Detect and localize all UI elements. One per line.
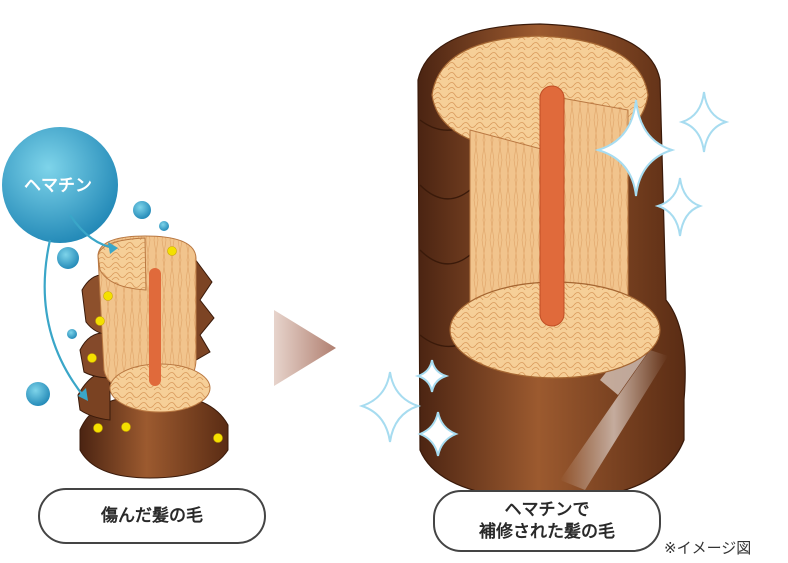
sparkle-left-large-icon xyxy=(362,372,418,442)
damaged-medulla xyxy=(149,268,161,386)
repaired-hair-label-line2: 補修された髪の毛 xyxy=(479,521,615,543)
damaged-hair-diagram xyxy=(78,236,228,478)
sparkle-top-right-icon xyxy=(682,92,726,152)
transition-arrow xyxy=(274,310,336,386)
repaired-hair-diagram xyxy=(418,24,685,500)
hematin-bubble: ヘマチン xyxy=(2,127,118,243)
repaired-hair-caption: ヘマチンで 補修された髪の毛 xyxy=(433,490,661,552)
repaired-hair-label-line1: ヘマチンで xyxy=(505,499,590,521)
image-note: ※イメージ図 xyxy=(664,537,751,558)
damaged-hair-caption: 傷んだ髪の毛 xyxy=(38,488,266,544)
damaged-hair-label: 傷んだ髪の毛 xyxy=(101,505,203,527)
repaired-medulla xyxy=(540,86,564,326)
hematin-label: ヘマチン xyxy=(24,176,92,196)
